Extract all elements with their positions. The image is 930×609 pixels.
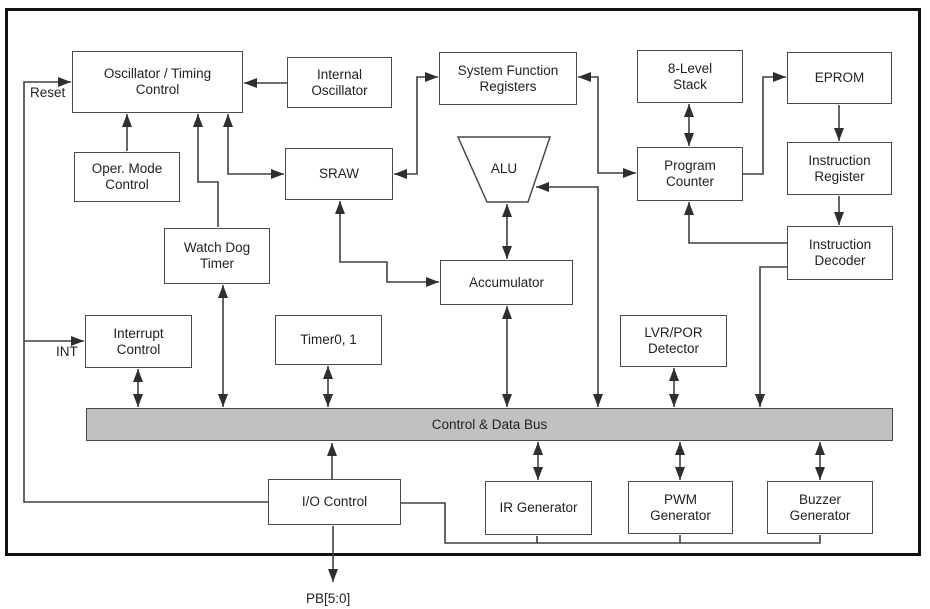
block-label: Interrupt xyxy=(113,325,164,341)
block-label: Counter xyxy=(665,174,715,189)
block-label: Instruction xyxy=(808,237,872,252)
block-8-level-stack: 8-Level Stack xyxy=(637,50,743,103)
block-sraw: SRAW xyxy=(285,148,393,200)
block-label: Control xyxy=(135,82,180,97)
block-label: Register xyxy=(814,168,865,184)
block-oper-mode-control: Oper. Mode Control xyxy=(74,152,180,202)
block-label: Control xyxy=(116,341,161,357)
block-label: EPROM xyxy=(814,70,865,85)
block-label: Detector xyxy=(647,341,700,356)
block-system-function-registers: System Function Registers xyxy=(439,52,577,105)
block-label: 8-Level xyxy=(667,60,713,76)
block-oscillator-timing-control: Oscillator / Timing Control xyxy=(72,51,243,113)
block-label: Timer xyxy=(200,256,234,271)
diagram-outer-frame xyxy=(5,8,921,556)
bus-label: Control & Data Bus xyxy=(431,417,548,432)
block-label: Watch Dog xyxy=(183,240,251,255)
block-label: PWM xyxy=(664,491,697,507)
block-label: Oscillator xyxy=(311,82,368,98)
block-label: Generator xyxy=(650,507,711,523)
block-label: Stack xyxy=(673,76,707,92)
control-data-bus: Control & Data Bus xyxy=(86,408,893,441)
block-label: Instruction xyxy=(808,152,871,168)
block-label: I/O Control xyxy=(301,494,368,509)
pin-label-reset: Reset xyxy=(30,85,66,100)
block-label: Registers xyxy=(479,78,537,94)
block-label: Program xyxy=(664,158,716,173)
alu-trapezoid xyxy=(456,136,552,203)
block-label: Accumulator xyxy=(468,274,545,290)
block-timer0-1: Timer0, 1 xyxy=(275,315,382,365)
block-lvr-por-detector: LVR/POR Detector xyxy=(620,315,727,367)
pin-label-pb: PB[5:0] xyxy=(306,591,351,606)
block-label: System Function xyxy=(457,62,559,78)
block-interrupt-control: Interrupt Control xyxy=(85,315,192,368)
block-label: Oscillator / Timing xyxy=(103,66,212,81)
block-label: Oper. Mode xyxy=(91,161,163,176)
block-ir-generator: IR Generator xyxy=(485,481,592,535)
block-label: LVR/POR xyxy=(644,325,703,340)
block-label: SRAW xyxy=(319,166,359,181)
pin-label-int: INT xyxy=(56,344,78,359)
block-label: Generator xyxy=(789,507,851,523)
block-label: IR Generator xyxy=(499,500,578,515)
block-accumulator: Accumulator xyxy=(440,260,573,305)
block-label: Control xyxy=(105,177,149,192)
block-alu-label: ALU xyxy=(490,161,518,176)
block-label: Timer0, 1 xyxy=(300,332,357,347)
block-instruction-decoder: Instruction Decoder xyxy=(787,226,893,280)
block-io-control: I/O Control xyxy=(268,479,401,525)
block-watch-dog-timer: Watch Dog Timer xyxy=(164,228,270,284)
block-instruction-register: Instruction Register xyxy=(787,142,892,195)
block-label: Internal xyxy=(316,66,363,82)
block-label: Buzzer xyxy=(798,491,842,507)
block-program-counter: Program Counter xyxy=(637,147,743,201)
block-internal-oscillator: Internal Oscillator xyxy=(287,57,392,108)
block-pwm-generator: PWM Generator xyxy=(628,481,733,534)
block-label: Decoder xyxy=(814,253,866,268)
block-buzzer-generator: Buzzer Generator xyxy=(767,481,873,534)
block-eprom: EPROM xyxy=(787,52,892,104)
